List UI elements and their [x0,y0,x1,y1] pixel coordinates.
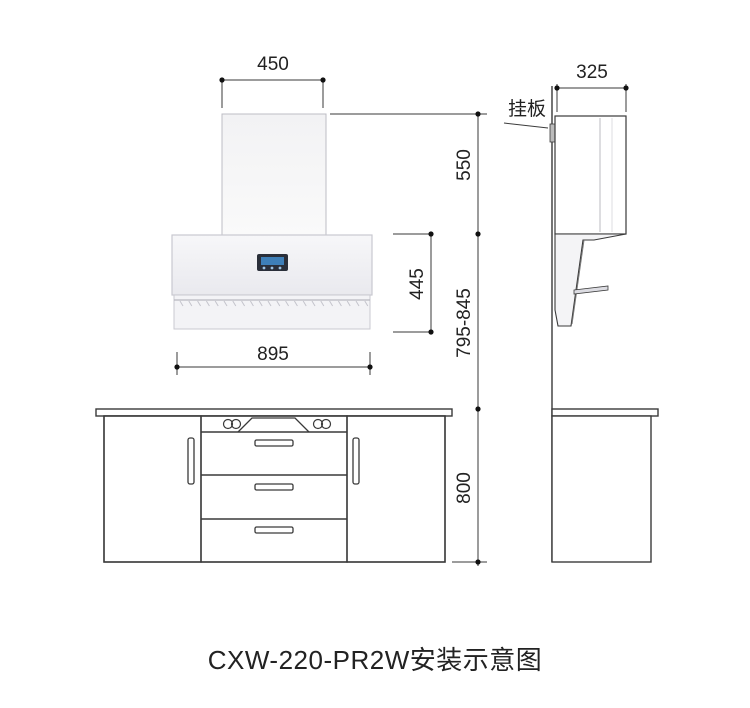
grille-slot [241,300,246,307]
hood-side-upper [554,115,627,235]
hood-display [261,257,284,265]
dim-325-label: 325 [576,62,608,83]
dim-vertical-chain: 550 795-845 800 [330,111,487,566]
door-handle-right [352,437,360,485]
door-handle-left [187,437,195,485]
mount-plate-leader [503,122,549,129]
grille-slot [364,300,369,307]
dim-450: 450 [219,54,326,108]
control-dot-1 [262,266,266,270]
grille-slot [232,300,237,307]
grille-slot [223,300,228,307]
stove-knob-right [312,418,332,430]
mount-plate [549,123,556,143]
grille-slot [205,300,210,307]
grille-slot [311,300,316,307]
dim-445-label: 445 [407,268,428,300]
stove-knob-left [222,418,242,430]
grille-slot [188,300,193,307]
dim-795-845-label: 795-845 [454,288,475,358]
diagram-caption: CXW-220-PR2W安装示意图 [207,645,543,675]
hood-side-deflector [573,285,609,295]
grille-slot [293,300,298,307]
hood-intake [173,294,371,330]
hood-chimney [221,113,327,239]
control-dot-2 [270,266,274,270]
grille-slot [249,300,254,307]
dim-895: 895 [174,344,373,375]
dim-800-label: 800 [454,472,475,504]
hood-front-view [171,113,373,330]
side-view: 挂板 325 [503,62,659,563]
grille-slot [337,300,342,307]
grille-slot [329,300,334,307]
hood-side-lower [554,233,627,327]
grille-slot [346,300,351,307]
grille-slot [214,300,219,307]
grille-slot [285,300,290,307]
grille-slot [258,300,263,307]
dim-450-label: 450 [257,54,289,75]
dim-550-label: 550 [454,149,475,181]
grille-slot [320,300,325,307]
cabinet-body [103,415,446,563]
grille-slot [302,300,307,307]
drawer-handle-3 [254,526,294,534]
grille-slot [267,300,272,307]
dim-895-label: 895 [257,344,289,365]
grille-slot [197,300,202,307]
stove-top [237,417,310,433]
drawer-handle-1 [254,439,294,447]
side-cabinet-body [551,415,652,563]
mount-plate-label: 挂板 [508,98,546,120]
drawer-handle-2 [254,483,294,491]
dim-445: 445 [393,231,434,335]
grille-slot [355,300,360,307]
side-countertop [551,408,659,417]
grille-slot [179,300,184,307]
grille-slot [276,300,281,307]
dim-325: 325 [554,62,629,112]
drawer-block [200,415,348,563]
intake-grille [179,300,369,307]
control-dot-3 [278,266,282,270]
countertop [95,408,453,417]
cabinet-front-view [95,408,453,563]
